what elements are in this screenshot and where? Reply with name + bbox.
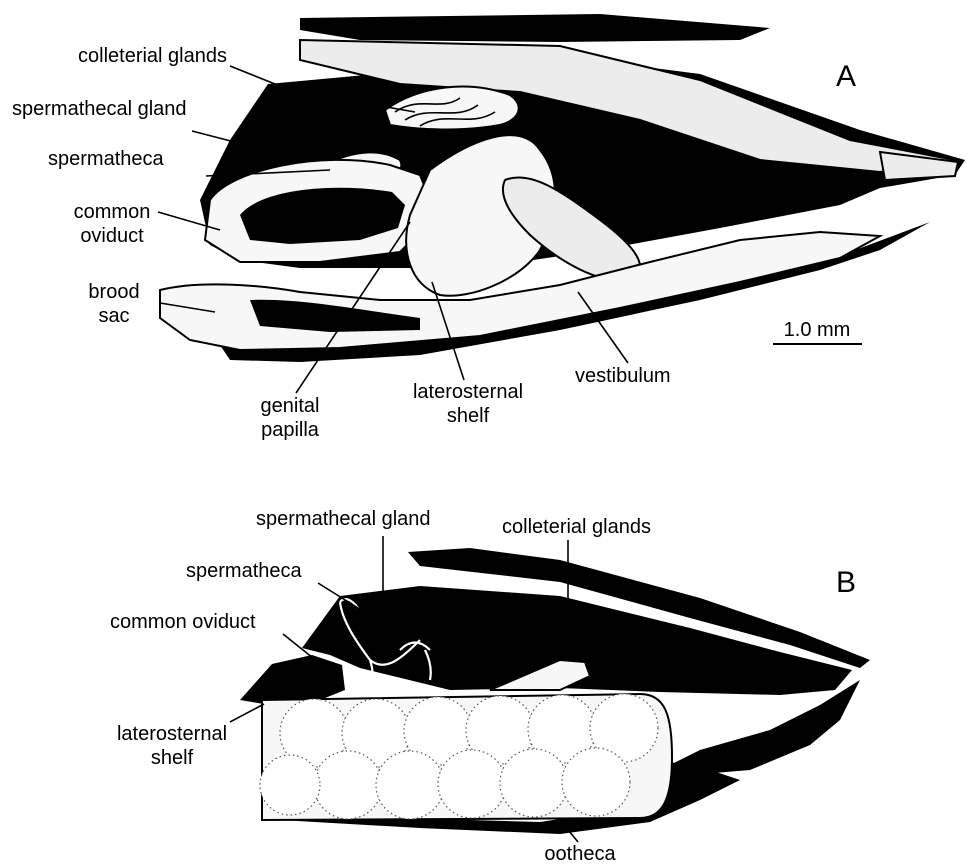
ootheca-eggs — [260, 694, 658, 819]
panel-b-drawing — [240, 548, 870, 834]
label-b-spermathecal-gland: spermathecal gland — [256, 508, 431, 530]
label-a-colleterial-glands: colleterial glands — [78, 45, 227, 67]
label-a-vestibulum: vestibulum — [575, 365, 671, 387]
scale-bar-label: 1.0 mm — [784, 319, 851, 341]
label-a-brood-sac-line2: sac — [98, 305, 129, 327]
label-a-genital-papilla-line2: papilla — [261, 419, 320, 441]
label-a-genital-papilla-line1: genital — [261, 395, 320, 417]
label-b-laterosternal-shelf-line2: shelf — [151, 747, 194, 769]
label-b-ootheca: ootheca — [544, 843, 616, 865]
label-b-common-oviduct: common oviduct — [110, 611, 256, 633]
label-a-laterosternal-shelf-line1: laterosternal — [413, 381, 523, 403]
label-a-common-oviduct-line2: oviduct — [80, 225, 144, 247]
label-a-laterosternal-shelf-line2: shelf — [447, 405, 490, 427]
label-a-spermatheca: spermatheca — [48, 148, 164, 170]
label-a-brood-sac-line1: brood — [88, 281, 139, 303]
label-b-colleterial-glands: colleterial glands — [502, 516, 651, 538]
label-a-spermathecal-gland: spermathecal gland — [12, 98, 187, 120]
label-a-common-oviduct-line1: common — [74, 201, 151, 223]
panel-a-letter: A — [836, 60, 856, 93]
label-b-spermatheca: spermatheca — [186, 560, 302, 582]
panel-b-letter: B — [836, 566, 856, 599]
label-b-laterosternal-shelf-line1: laterosternal — [117, 723, 227, 745]
